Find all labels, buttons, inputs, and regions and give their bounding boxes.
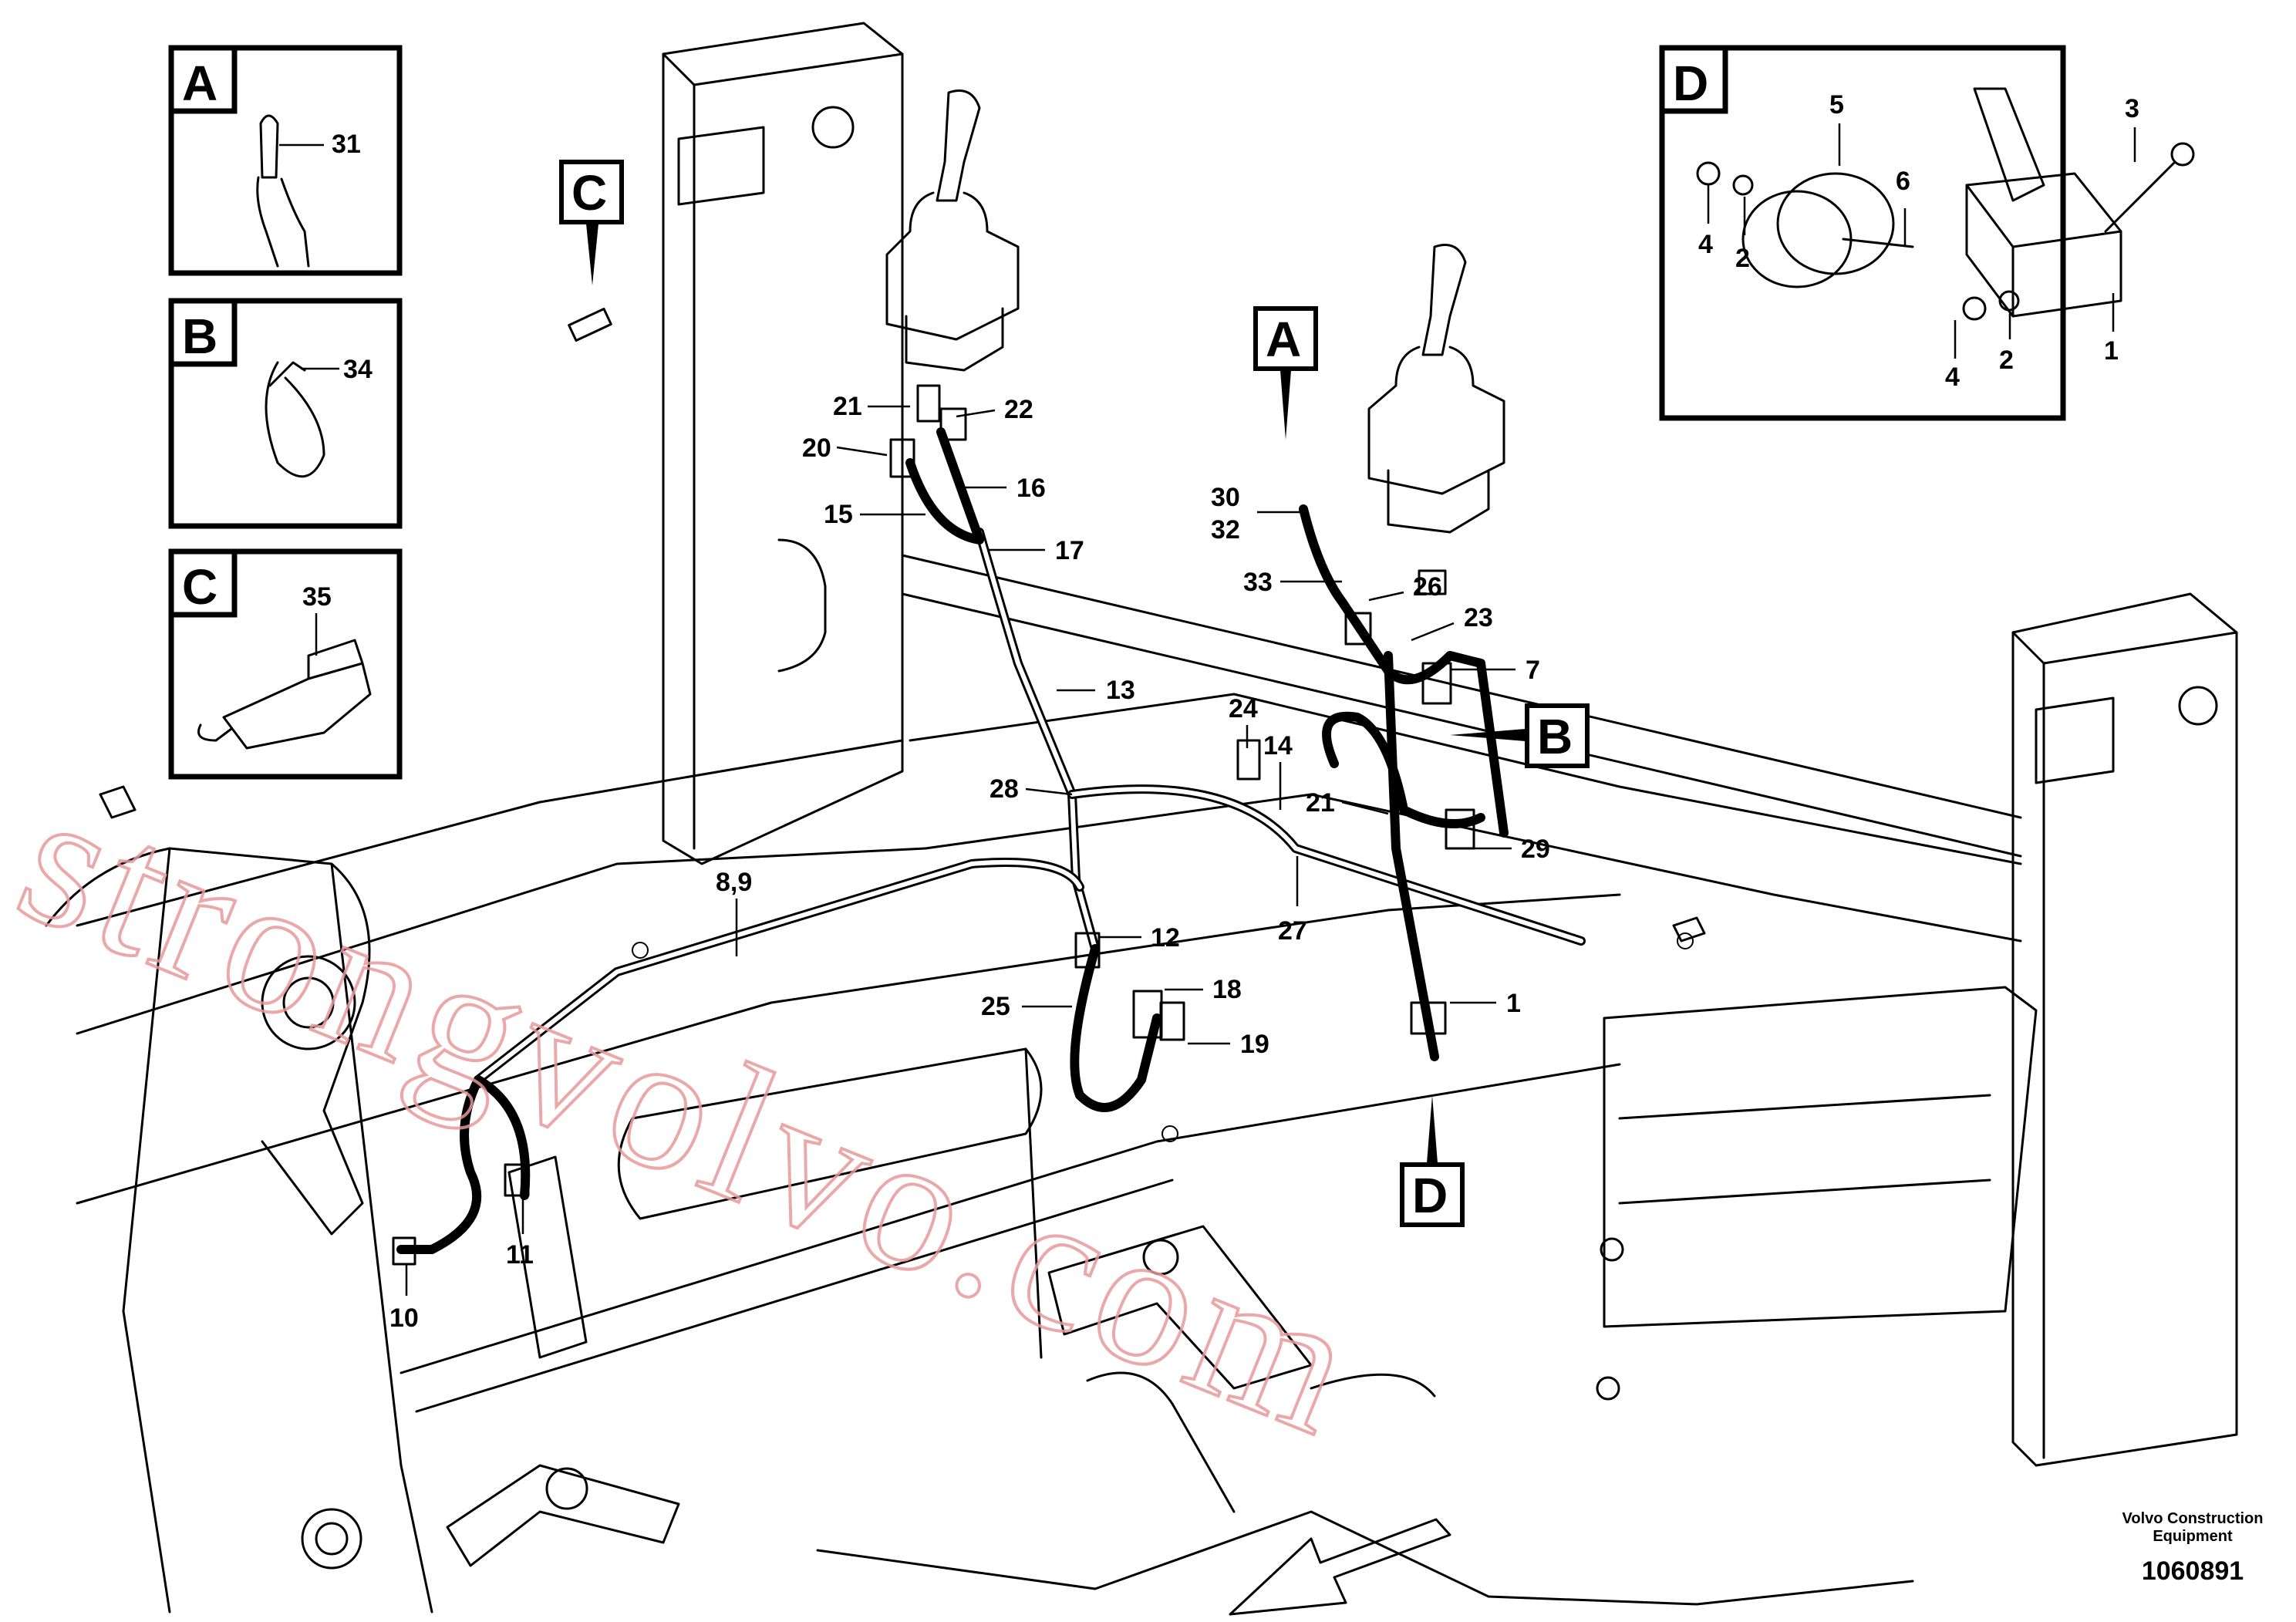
callout-29: 29 <box>1521 835 1550 864</box>
callout-2: 2 <box>1999 346 2014 375</box>
callout-33: 33 <box>1243 568 1273 597</box>
svg-text:B: B <box>1537 709 1573 764</box>
callout-3: 3 <box>2125 94 2139 123</box>
callout-14: 14 <box>1263 731 1293 760</box>
callout-22: 22 <box>1004 395 1033 424</box>
callout-30: 30 <box>1211 483 1240 512</box>
document-id: 1060891 <box>2142 1556 2244 1586</box>
svg-text:C: C <box>571 165 607 221</box>
view-marker-d: D <box>1400 1095 1465 1227</box>
detail-box-d: D 5 3 4 2 6 1 2 4 <box>1659 45 2195 421</box>
detail-letter: D <box>1673 56 1708 111</box>
callout-20: 20 <box>802 433 831 463</box>
callout-6: 6 <box>1896 167 1910 196</box>
callout-24: 24 <box>1229 694 1258 723</box>
callout-31: 31 <box>332 130 361 159</box>
callout-19: 19 <box>1240 1030 1269 1059</box>
callout-25: 25 <box>981 992 1010 1021</box>
callout-35: 35 <box>302 582 332 612</box>
callout-15: 15 <box>824 500 853 529</box>
callout-8-9: 8,9 <box>716 868 752 897</box>
callout-4: 4 <box>1698 230 1713 259</box>
callout-17: 17 <box>1055 536 1084 565</box>
svg-text:D: D <box>1412 1168 1448 1223</box>
detail-letter: B <box>182 309 217 364</box>
callouts: 21 22 20 16 15 17 13 28 8,9 12 25 18 19 … <box>389 392 1550 1333</box>
view-marker-a: A <box>1253 306 1318 440</box>
callout-26: 26 <box>1413 572 1442 602</box>
svg-text:A: A <box>1266 312 1301 367</box>
detail-letter: A <box>182 56 217 111</box>
callout-32: 32 <box>1211 515 1240 545</box>
callout-11: 11 <box>506 1240 534 1270</box>
callout-1-main: 1 <box>1506 989 1521 1018</box>
detail-box-a: A 31 <box>168 45 403 276</box>
forward-direction-arrow <box>1229 1518 1451 1616</box>
callout-16: 16 <box>1017 474 1046 503</box>
callout-23: 23 <box>1464 603 1493 632</box>
callout-7: 7 <box>1526 656 1540 685</box>
view-marker-c: C <box>559 160 624 285</box>
detail-box-b: B 34 <box>168 298 403 529</box>
wiring-harness <box>392 307 1586 1266</box>
callout-4: 4 <box>1945 363 1960 392</box>
detail-box-c: C 35 <box>168 548 403 780</box>
callout-5: 5 <box>1829 90 1844 120</box>
callout-13: 13 <box>1106 676 1135 705</box>
callout-21: 21 <box>833 392 862 421</box>
callout-1: 1 <box>2104 336 2119 366</box>
callout-12: 12 <box>1151 923 1180 953</box>
callout-27: 27 <box>1278 916 1307 946</box>
callout-28: 28 <box>990 774 1019 804</box>
callout-18: 18 <box>1212 975 1242 1004</box>
detail-letter: C <box>182 559 217 615</box>
view-marker-b: B <box>1450 703 1590 768</box>
callout-10: 10 <box>389 1303 419 1333</box>
callout-2: 2 <box>1735 244 1750 273</box>
brand-line-1: Volvo Construction <box>2122 1510 2264 1527</box>
callout-21b: 21 <box>1306 788 1335 818</box>
machine-frame <box>45 22 2238 1614</box>
callout-34: 34 <box>343 355 373 384</box>
brand-line-2: Equipment <box>2153 1528 2233 1545</box>
